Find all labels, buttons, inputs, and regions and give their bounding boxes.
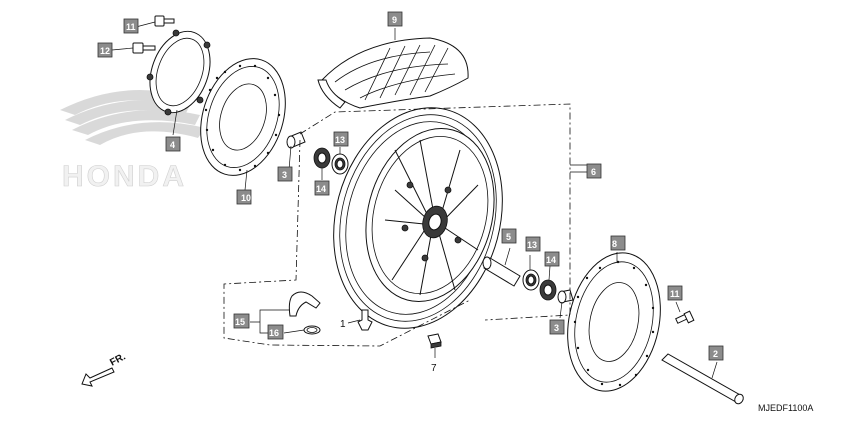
front-axle (661, 353, 744, 405)
svg-text:13: 13 (335, 135, 345, 145)
drawing-code: MJEDF1100A (758, 403, 813, 413)
honda-logo-watermark: HONDA (60, 90, 205, 193)
svg-text:15: 15 (235, 317, 245, 327)
callout-5: 5 (501, 228, 517, 244)
balance-weight-8 (427, 333, 442, 349)
callout-3-left: 3 (277, 166, 293, 182)
collar-3-left (286, 131, 306, 149)
pulse-ring (146, 29, 211, 116)
svg-text:14: 14 (546, 255, 556, 265)
svg-text:3: 3 (554, 323, 559, 333)
callout-11-top: 11 (123, 18, 139, 34)
svg-text:11: 11 (126, 22, 136, 32)
front-direction-arrow: FR. (81, 351, 128, 387)
svg-text:14: 14 (316, 184, 326, 194)
callout-14-right: 14 (544, 251, 560, 267)
callout-1: 1 (340, 319, 346, 330)
svg-text:5: 5 (506, 232, 511, 242)
bolt-12 (132, 42, 156, 54)
air-valve-1 (357, 309, 373, 331)
callout-13-left: 13 (333, 131, 349, 147)
bolt-11-right (675, 310, 695, 324)
wheel (333, 107, 503, 329)
callout-12: 12 (97, 42, 113, 58)
valve-assembly (288, 291, 321, 335)
callout-10: 8 (610, 235, 626, 251)
svg-text:12: 12 (100, 46, 110, 56)
callout-6: 6 (586, 163, 602, 179)
direction-label: FR. (108, 351, 128, 368)
callout-7: 9 (387, 11, 403, 27)
callout-14-left: 14 (314, 180, 330, 196)
tire (317, 37, 469, 109)
bearing-13-left (331, 153, 349, 175)
bolt-11-top (154, 15, 175, 27)
brake-disc-right (567, 252, 661, 392)
brake-disc-left (200, 58, 286, 176)
svg-text:11: 11 (670, 289, 680, 299)
svg-text:4: 4 (170, 140, 175, 150)
callout-11-right: 11 (667, 285, 683, 301)
callout-15: 15 (233, 313, 250, 329)
callout-3-right: 3 (549, 319, 565, 335)
svg-text:16: 16 (269, 328, 279, 338)
dust-seal-14-right (539, 279, 557, 301)
callout-8: 7 (431, 363, 437, 374)
callout-2: 2 (708, 345, 724, 361)
callout-4: 4 (165, 136, 181, 152)
svg-text:3: 3 (282, 170, 287, 180)
svg-text:8: 8 (612, 239, 617, 249)
distance-collar-5 (482, 256, 521, 287)
svg-text:10: 10 (241, 193, 251, 203)
logo-text: HONDA (62, 160, 187, 193)
svg-text:13: 13 (527, 240, 537, 250)
svg-text:6: 6 (591, 167, 596, 177)
svg-text:2: 2 (713, 349, 718, 359)
bearing-13-right (522, 269, 540, 291)
callout-13-right: 13 (525, 236, 541, 252)
callout-16: 16 (267, 324, 284, 340)
svg-text:9: 9 (392, 15, 397, 25)
collar-3-right (557, 289, 574, 304)
dust-seal-14-left (313, 147, 331, 169)
wheel-group-outline (223, 103, 588, 347)
callout-9: 10 (236, 189, 252, 205)
